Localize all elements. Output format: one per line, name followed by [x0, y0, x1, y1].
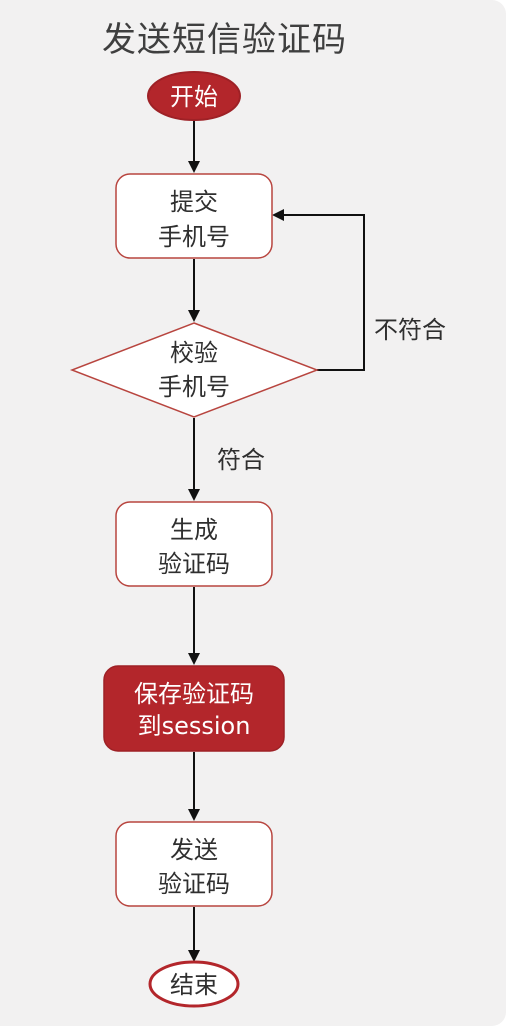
submit-phone-node-label-line1: 提交 — [170, 188, 218, 216]
send-code-node: 发送 验证码 — [115, 821, 273, 907]
start-node: 开始 — [147, 71, 241, 121]
validate-phone-decision-label-line2: 手机号 — [158, 373, 230, 401]
save-code-session-node: 保存验证码 到session — [103, 665, 285, 752]
generate-code-node-label-line1: 生成 — [170, 516, 218, 544]
edge-label-fail: 不符合 — [374, 316, 446, 344]
end-node: 结束 — [148, 960, 240, 1008]
edge-validate-fail-loop — [272, 209, 365, 371]
end-node-label: 结束 — [170, 971, 218, 999]
send-code-node-label-line2: 验证码 — [158, 870, 230, 898]
submit-phone-node: 提交 手机号 — [115, 173, 273, 259]
connectors — [188, 120, 365, 962]
generate-code-node-label-line2: 验证码 — [158, 550, 230, 578]
validate-phone-decision: 校验 手机号 — [69, 322, 320, 418]
save-code-session-node-label-line1: 保存验证码 — [134, 680, 254, 708]
submit-phone-node-label-line2: 手机号 — [158, 223, 230, 251]
send-code-node-label-line1: 发送 — [170, 836, 218, 864]
save-code-session-node-label-line2: 到session — [138, 712, 251, 740]
validate-phone-decision-label-line1: 校验 — [170, 339, 218, 367]
edge-label-pass: 符合 — [217, 446, 265, 474]
generate-code-node: 生成 验证码 — [115, 501, 273, 587]
page-title: 发送短信验证码 — [102, 20, 347, 60]
start-node-label: 开始 — [170, 83, 218, 111]
